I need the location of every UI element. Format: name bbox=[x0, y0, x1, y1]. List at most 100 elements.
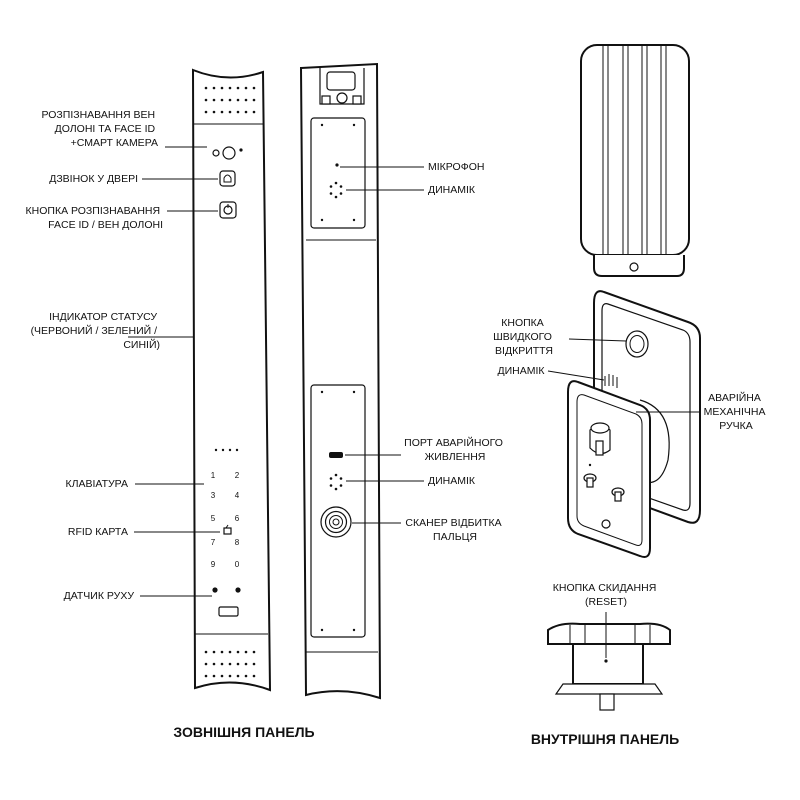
recognition-button-icon bbox=[219, 201, 237, 219]
grille-hole bbox=[228, 98, 232, 102]
grille-hole bbox=[236, 650, 240, 654]
speaker-hole bbox=[339, 484, 343, 487]
keypad-key-6[interactable]: 6 bbox=[235, 514, 240, 523]
label-rfid: RFID КАРТА bbox=[68, 526, 128, 538]
grille-hole bbox=[236, 86, 240, 90]
grille-hole bbox=[204, 110, 208, 114]
grille-hole bbox=[228, 662, 232, 666]
grille-hole bbox=[252, 110, 256, 114]
keypad-key-2[interactable]: 2 bbox=[235, 471, 240, 480]
grille-hole bbox=[228, 674, 232, 678]
doorbell-icon bbox=[219, 170, 236, 187]
grille-hole bbox=[252, 86, 256, 90]
reset-view bbox=[547, 622, 671, 711]
grille-hole bbox=[244, 98, 248, 102]
caption-outer-panel: ЗОВНІШНЯ ПАНЕЛЬ bbox=[173, 724, 314, 740]
top-handle-mount bbox=[319, 68, 365, 105]
outer-top-grille bbox=[204, 86, 256, 114]
grille-hole bbox=[212, 98, 216, 102]
quick-open-button bbox=[625, 330, 649, 358]
caption-inner-panel: ВНУТРІШНЯ ПАНЕЛЬ bbox=[531, 731, 679, 747]
label-fingerprint: СКАНЕР ВІДБИТКА ПАЛЬЦЯ bbox=[405, 517, 504, 543]
grille-hole bbox=[244, 650, 248, 654]
grille-hole bbox=[252, 662, 256, 666]
keypad-key-4[interactable]: 4 bbox=[235, 491, 240, 500]
label-microphone: МІКРОФОН bbox=[428, 161, 484, 173]
keypad-key-0[interactable]: 0 bbox=[235, 560, 240, 569]
motion-sensor-dot-right bbox=[235, 587, 241, 593]
label-recognition-button: КНОПКА РОЗПІЗНАВАННЯ FACE ID / ВЕН ДОЛОН… bbox=[26, 205, 163, 231]
keypad: 1 2 3 4 5 6 7 8 9 0 bbox=[211, 471, 240, 569]
grille-hole bbox=[220, 86, 224, 90]
grille-hole bbox=[220, 674, 224, 678]
labels: РОЗПІЗНАВАННЯ ВЕН ДОЛОНІ ТА FACE ID +СМА… bbox=[26, 109, 766, 747]
label-speaker-bottom: ДИНАМІК bbox=[428, 475, 476, 487]
grille-hole bbox=[220, 98, 224, 102]
microphone-hole bbox=[335, 163, 339, 167]
keypad-key-1[interactable]: 1 bbox=[211, 471, 216, 480]
speaker-hole bbox=[339, 192, 343, 195]
label-status-indicator: ІНДИКАТОР СТАТУСУ (ЧЕРВОНИЙ / ЗЕЛЕНИЙ / … bbox=[31, 311, 160, 351]
grille-hole bbox=[244, 110, 248, 114]
speaker-bottom-holes bbox=[329, 473, 343, 491]
status-indicator-dots bbox=[214, 448, 239, 452]
grille-hole bbox=[252, 650, 256, 654]
outer-panel: 1 2 3 4 5 6 7 8 9 0 bbox=[191, 68, 272, 692]
grille-hole bbox=[244, 662, 248, 666]
keypad-key-5[interactable]: 5 bbox=[211, 514, 216, 523]
status-dot bbox=[228, 448, 232, 452]
grille-hole bbox=[212, 674, 216, 678]
grille-hole bbox=[204, 650, 208, 654]
middle-panel bbox=[299, 62, 382, 700]
grille-hole bbox=[220, 650, 224, 654]
speaker-hole bbox=[339, 477, 343, 480]
keypad-key-8[interactable]: 8 bbox=[235, 538, 240, 547]
grille-hole bbox=[228, 110, 232, 114]
speaker-hole bbox=[334, 473, 338, 477]
emergency-handle-knob bbox=[589, 422, 611, 456]
reset-button-dot bbox=[604, 659, 608, 663]
grille-hole bbox=[252, 98, 256, 102]
card-slot bbox=[218, 606, 239, 617]
grille-hole bbox=[252, 674, 256, 678]
grille-hole bbox=[212, 86, 216, 90]
grille-hole bbox=[212, 662, 216, 666]
grille-hole bbox=[204, 86, 208, 90]
keypad-key-9[interactable]: 9 bbox=[211, 560, 216, 569]
status-dot bbox=[235, 448, 239, 452]
speaker-hole bbox=[329, 477, 333, 480]
emergency-power-port bbox=[329, 452, 343, 458]
label-speaker-inner: ДИНАМІК bbox=[497, 365, 545, 377]
grille-hole bbox=[220, 110, 224, 114]
label-quick-open: КНОПКА ШВИДКОГО ВІДКРИТТЯ bbox=[493, 317, 555, 357]
label-speaker-top: ДИНАМІК bbox=[428, 184, 476, 196]
grille-hole bbox=[204, 98, 208, 102]
label-reset: КНОПКА СКИДАННЯ (RESET) bbox=[553, 582, 659, 608]
grille-hole bbox=[236, 674, 240, 678]
inner-panel-isometric bbox=[567, 290, 701, 558]
grille-hole bbox=[212, 650, 216, 654]
grille-hole bbox=[236, 98, 240, 102]
label-doorbell: ДЗВІНОК У ДВЕРІ bbox=[49, 173, 138, 185]
status-dot bbox=[214, 448, 218, 452]
fingerprint-scanner bbox=[320, 506, 352, 538]
grille-hole bbox=[244, 86, 248, 90]
grille-hole bbox=[244, 674, 248, 678]
grille-hole bbox=[236, 110, 240, 114]
speaker-hole bbox=[339, 185, 343, 188]
grille-hole bbox=[212, 110, 216, 114]
grille-hole bbox=[220, 662, 224, 666]
grille-hole bbox=[228, 86, 232, 90]
motion-sensor-dot-left bbox=[212, 587, 218, 593]
label-emergency-power: ПОРТ АВАРІЙНОГО ЖИВЛЕННЯ bbox=[404, 436, 506, 463]
handle-view bbox=[580, 44, 690, 277]
grille-hole bbox=[204, 662, 208, 666]
keypad-key-3[interactable]: 3 bbox=[211, 491, 216, 500]
inner-speaker-lines bbox=[604, 374, 618, 388]
speaker-hole bbox=[329, 484, 333, 487]
upper-cover-plate bbox=[310, 117, 366, 229]
keypad-key-7[interactable]: 7 bbox=[211, 538, 216, 547]
speaker-top-holes bbox=[329, 181, 343, 199]
grille-hole bbox=[204, 674, 208, 678]
